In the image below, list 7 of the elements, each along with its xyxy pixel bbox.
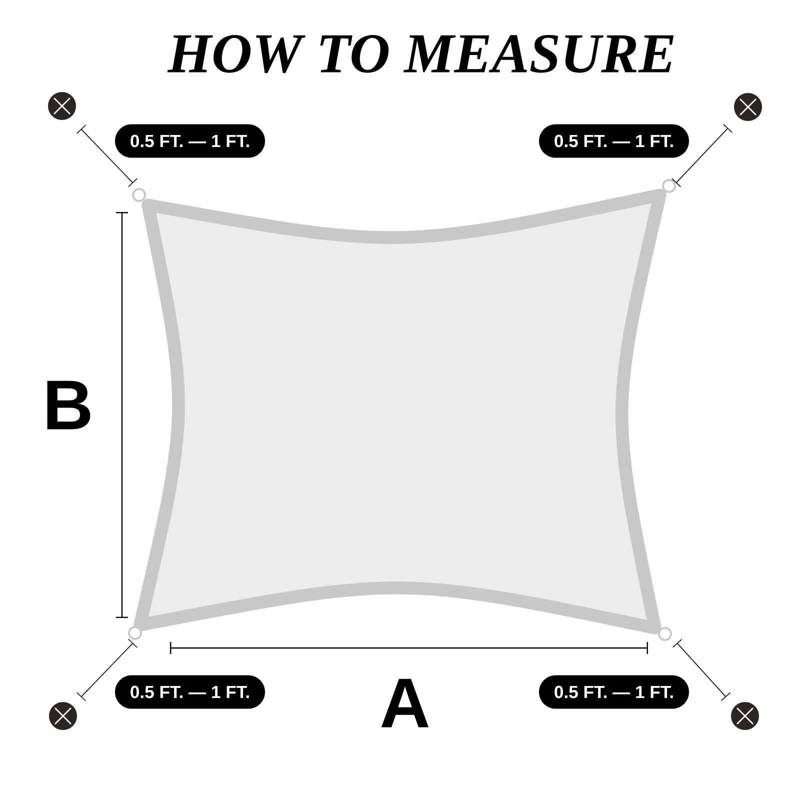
title: HOW TO MEASURE <box>167 34 674 74</box>
measurement-tag: 0.5 FT. — 1 FT. <box>539 124 690 158</box>
dimension-letter: A <box>381 678 429 728</box>
dimension-letter: B <box>47 380 90 430</box>
measurement-tag: 0.5 FT. — 1 FT. <box>114 124 266 158</box>
measurement-tag: 0.5 FT. — 1 FT. <box>114 675 266 709</box>
measurement-tag: 0.5 FT. — 1 FT. <box>539 675 690 709</box>
